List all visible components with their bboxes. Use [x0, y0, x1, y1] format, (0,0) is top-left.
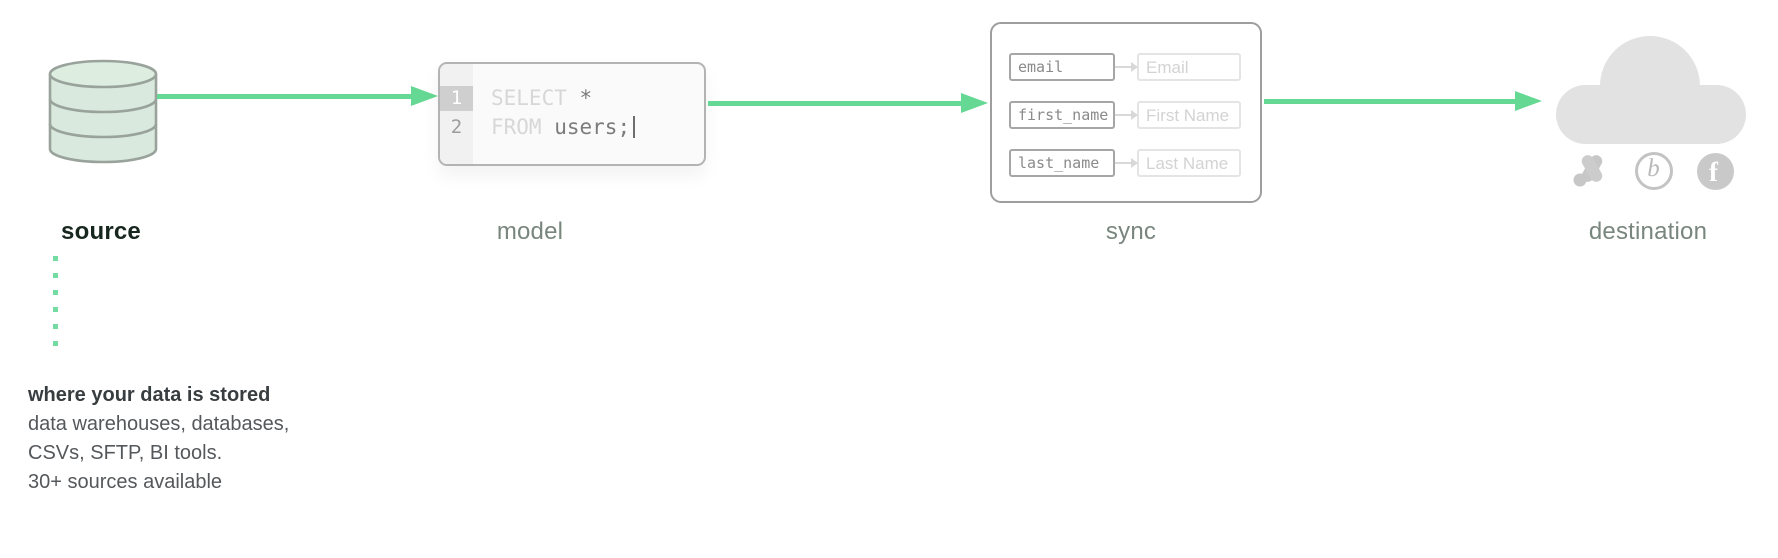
- destination-field-box: First Name: [1137, 101, 1241, 129]
- stage-label-destination[interactable]: destination: [1588, 218, 1708, 245]
- arrow-sync-to-destination: [1264, 90, 1542, 112]
- source-description: where your data is stored data warehouse…: [28, 381, 289, 497]
- sql-editor: 1 2 SELECT * FROM users;: [438, 62, 706, 166]
- source-description-line: 30+ sources available: [28, 471, 223, 493]
- facebook-icon: f: [1697, 152, 1734, 190]
- source-field-box: last_name: [1009, 149, 1115, 177]
- destination-field-box: Last Name: [1137, 149, 1241, 177]
- code-line-1: SELECT *: [491, 86, 593, 110]
- destination-field-box: Email: [1137, 53, 1241, 81]
- cloud-icon: [1556, 34, 1746, 149]
- code-line-2: FROM users;: [491, 115, 636, 140]
- source-description-heading: where your data is stored: [28, 384, 271, 406]
- arrow-model-to-sync: [708, 92, 988, 114]
- source-field-box: first_name: [1009, 101, 1115, 129]
- database-icon: [48, 58, 158, 171]
- mapping-row: email Email: [1009, 53, 1260, 81]
- text-cursor: [633, 116, 636, 138]
- source-description-line: CSVs, SFTP, BI tools.: [28, 442, 223, 464]
- stage-label-model[interactable]: model: [496, 218, 564, 245]
- stage-label-source[interactable]: source: [61, 218, 141, 245]
- arrow-source-to-model: [157, 85, 438, 107]
- dotted-connector: [53, 256, 58, 346]
- source-description-line: data warehouses, databases,: [28, 413, 290, 435]
- google-ads-icon: [1572, 150, 1610, 193]
- arrow-right-icon: [1115, 158, 1138, 168]
- stage-label-sync[interactable]: sync: [1105, 218, 1157, 245]
- line-number-1: 1: [440, 86, 473, 111]
- editor-gutter: [440, 64, 473, 164]
- line-number-2: 2: [450, 116, 463, 138]
- mapping-row: last_name Last Name: [1009, 149, 1260, 177]
- arrow-right-icon: [1115, 62, 1138, 72]
- field-mapping-card: email Email first_name First Name last_n…: [990, 22, 1262, 203]
- destination-app-icons: b f: [1572, 150, 1734, 192]
- mapping-row: first_name First Name: [1009, 101, 1260, 129]
- source-field-box: email: [1009, 53, 1115, 81]
- arrow-right-icon: [1115, 110, 1138, 120]
- braze-icon: b: [1634, 152, 1673, 190]
